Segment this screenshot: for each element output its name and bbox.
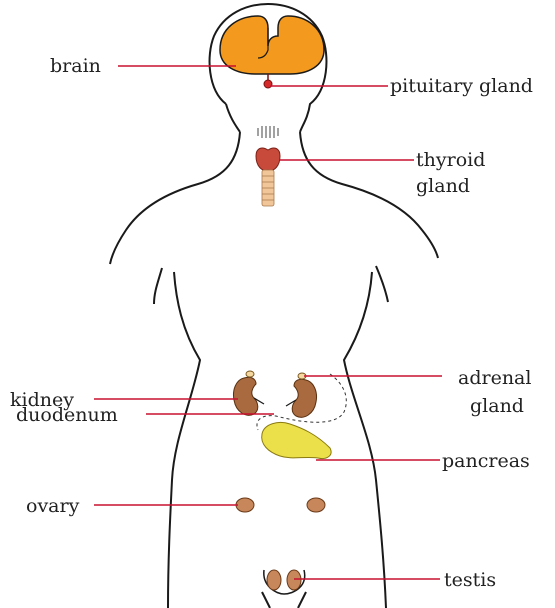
thyroid-gland-icon [256,148,280,170]
crotch-left [262,592,270,608]
crotch-right [298,592,306,608]
ovary-left-icon [236,498,254,512]
label-adrenal-1: adrenal [458,367,531,389]
right-side [344,272,386,608]
pituitary-gland-icon [264,80,272,88]
trachea-icon [262,170,274,206]
chin-marks [258,126,278,138]
right-arm-inner [376,266,388,302]
label-thyroid-1: thyroid [416,149,485,171]
ovary-right-icon [307,498,325,512]
face-left [226,104,240,132]
pancreas-icon [262,422,331,458]
label-pituitary: pituitary gland [390,75,533,97]
label-thyroid-2: gland [416,175,470,197]
neck-shoulder-left [110,132,240,264]
kidney-right-icon [292,379,316,417]
label-duodenum: duodenum [16,404,118,426]
testis-right-icon [287,570,301,590]
left-side [168,272,200,608]
label-testis: testis [444,569,496,591]
label-pancreas: pancreas [442,450,530,472]
leader-lines [94,66,442,579]
label-ovary: ovary [26,495,80,517]
kidney-left-icon [233,377,257,415]
adrenal-left-icon [246,371,254,377]
label-adrenal-2: gland [470,395,524,417]
left-arm-inner [154,268,162,304]
label-brain: brain [50,55,101,77]
testis-left-icon [267,570,281,590]
